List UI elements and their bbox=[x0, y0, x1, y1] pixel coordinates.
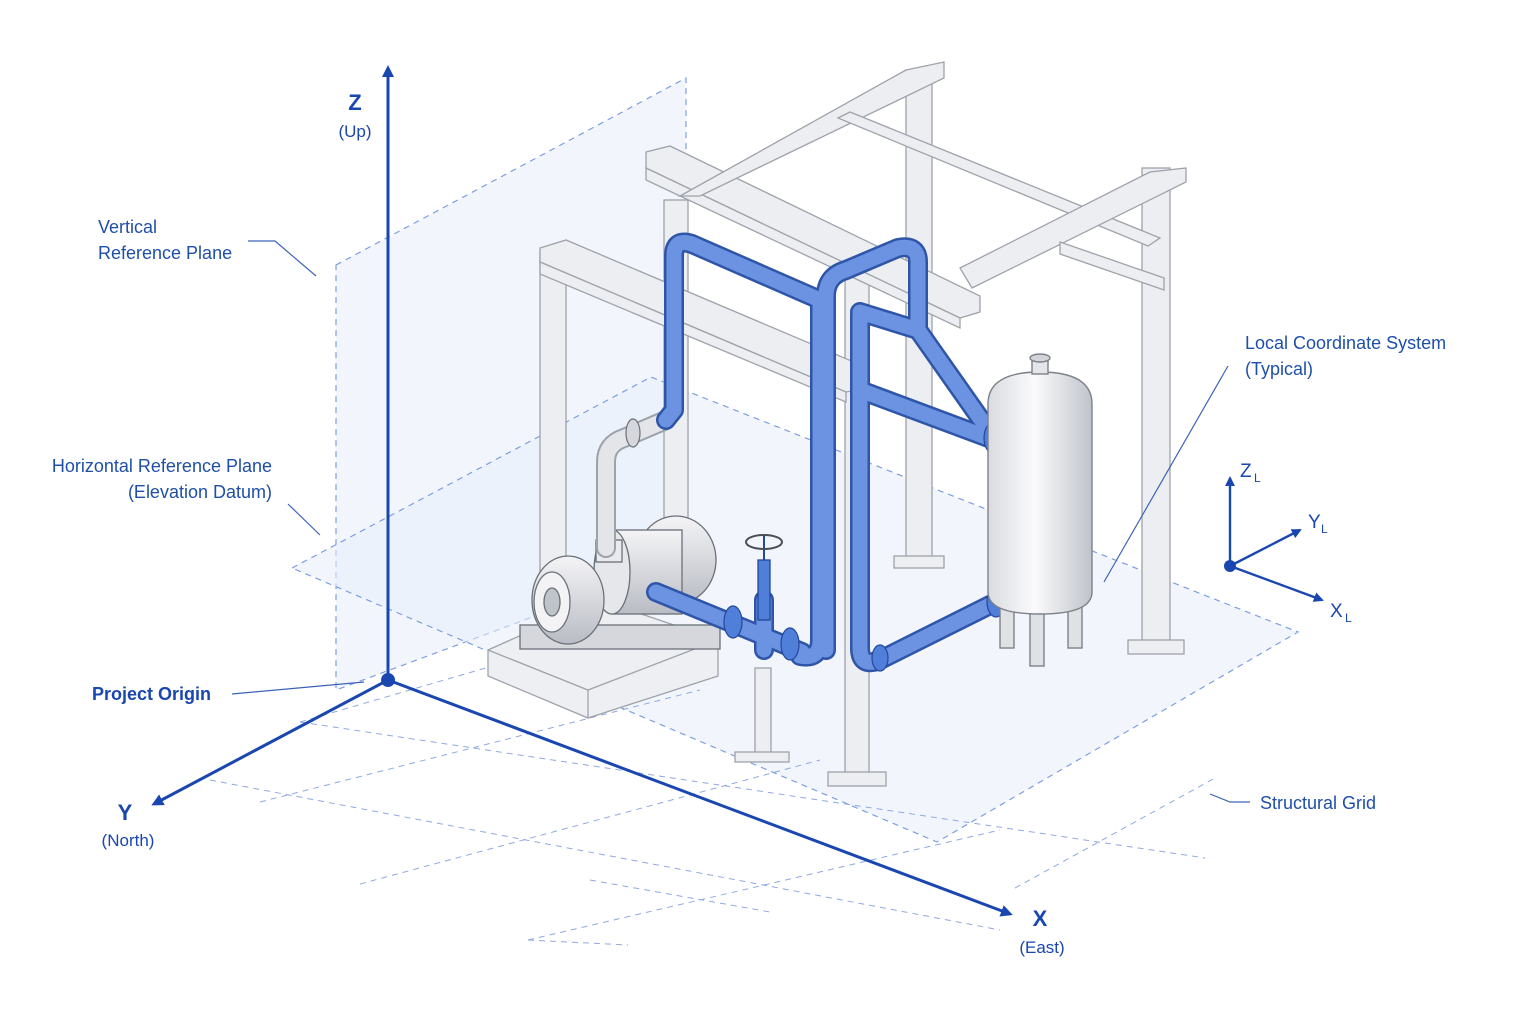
local-axes bbox=[1225, 476, 1324, 602]
pipe-supports bbox=[734, 667, 790, 763]
z-axis-direction: (Up) bbox=[338, 122, 371, 141]
local-y-letter: Y bbox=[1308, 512, 1321, 533]
y-axis-direction: (North) bbox=[102, 831, 155, 850]
local-z-sub: L bbox=[1254, 471, 1261, 485]
local-x-sub: L bbox=[1345, 611, 1352, 625]
pressure-vessel bbox=[987, 353, 1093, 667]
x-axis-line bbox=[387, 678, 1013, 917]
callout-leaders bbox=[231, 240, 1250, 803]
vertical-plane-label-line1: Vertical bbox=[98, 217, 157, 237]
local-cs-label-line1: Local Coordinate System bbox=[1245, 333, 1446, 353]
centrifugal-pump bbox=[519, 515, 721, 650]
project-origin-point bbox=[381, 673, 395, 687]
structural-grid-label: Structural Grid bbox=[1260, 793, 1376, 813]
y-axis-letter: Y bbox=[118, 800, 133, 825]
gate-valve bbox=[745, 534, 783, 621]
z-axis-letter: Z bbox=[348, 90, 361, 115]
process-piping bbox=[646, 232, 1010, 673]
steel-frame-structure bbox=[529, 61, 1187, 787]
x-axis-letter: X bbox=[1033, 906, 1048, 931]
y-axis-line bbox=[151, 678, 389, 806]
local-cs-label-line2: (Typical) bbox=[1245, 359, 1313, 379]
horizontal-plane-label-line2: (Elevation Datum) bbox=[128, 482, 272, 502]
project-origin-label: Project Origin bbox=[92, 684, 211, 704]
vertical-plane-label-line2: Reference Plane bbox=[98, 243, 232, 263]
global-axes bbox=[151, 65, 1013, 917]
horizontal-plane-label-line1: Horizontal Reference Plane bbox=[52, 456, 272, 476]
local-z-letter: Z bbox=[1240, 461, 1252, 482]
local-y-sub: L bbox=[1321, 522, 1328, 536]
local-origin-point bbox=[1224, 560, 1236, 572]
suction-pipe bbox=[596, 410, 676, 558]
structural-grid bbox=[209, 657, 1216, 946]
local-x-letter: X bbox=[1330, 601, 1343, 622]
x-axis-direction: (East) bbox=[1019, 938, 1064, 957]
